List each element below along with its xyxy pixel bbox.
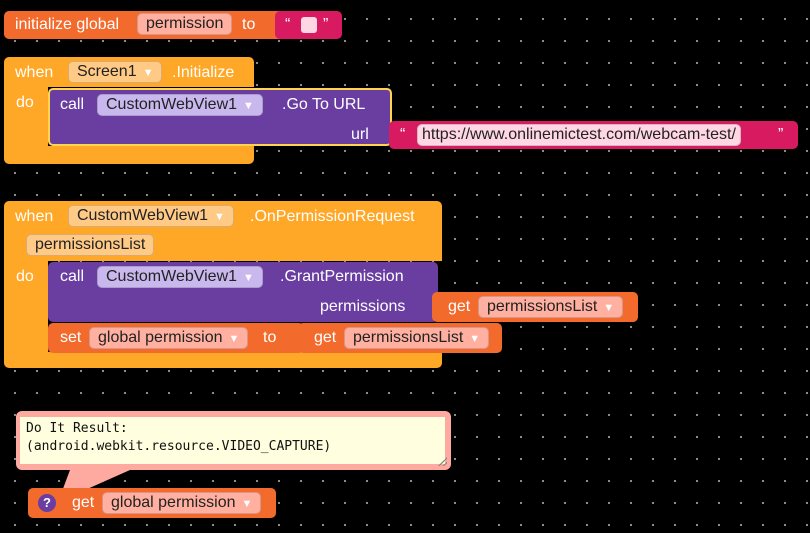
permission-request-left-bar — [4, 260, 48, 356]
url-text-block[interactable]: “ https://www.onlinemictest.com/webcam-t… — [389, 121, 798, 149]
chevron-down-icon: ▼ — [469, 333, 481, 345]
get-permissions-list-block-2[interactable]: get permissionsList ▼ — [298, 323, 502, 353]
text-quote-open: “ — [285, 16, 291, 33]
empty-text-block[interactable]: “ ” — [275, 11, 342, 39]
do-label: do — [16, 268, 34, 285]
on-permission-request-label: .OnPermissionRequest — [250, 208, 415, 225]
permissions-param-label: permissions — [320, 298, 406, 315]
url-quote-close: ” — [778, 126, 784, 143]
customwebview1-event-component-name: CustomWebView1 — [77, 207, 209, 224]
customwebview1-event-component-dropdown[interactable]: CustomWebView1 ▼ — [68, 205, 234, 227]
grant-permission-method-label: .GrantPermission — [280, 268, 404, 285]
screen1-component-name: Screen1 — [77, 63, 137, 80]
to-label: to — [242, 16, 256, 33]
initialize-event-label: .Initialize — [172, 64, 235, 81]
initialize-global-label: initialize global — [15, 16, 120, 33]
call-label: call — [60, 268, 85, 285]
when-label: when — [15, 64, 54, 81]
global-permission-set-name: global permission — [98, 329, 223, 346]
global-permission-get-name: global permission — [111, 494, 236, 511]
global-permission-get-dropdown[interactable]: global permission ▼ — [102, 492, 262, 514]
customwebview1-component-dropdown[interactable]: CustomWebView1 ▼ — [97, 94, 263, 116]
chevron-down-icon: ▼ — [228, 333, 240, 345]
chevron-down-icon: ▼ — [214, 211, 225, 223]
goto-url-method-label: .Go To URL — [282, 96, 366, 113]
goto-url-call-block[interactable]: call CustomWebView1 ▼ .Go To URL url — [48, 88, 392, 146]
permissions-list-variable-name-2: permissionsList — [353, 329, 464, 346]
permissions-list-variable-name: permissionsList — [487, 298, 598, 315]
permission-request-bottom-bar — [4, 352, 442, 368]
get-label: get — [448, 298, 471, 315]
chevron-down-icon: ▼ — [603, 302, 615, 314]
permissions-list-variable-dropdown[interactable]: permissionsList ▼ — [478, 296, 624, 318]
customwebview1-call-component-dropdown[interactable]: CustomWebView1 ▼ — [97, 266, 263, 288]
result-line-1: Do It Result: — [26, 421, 128, 436]
global-permission-set-dropdown[interactable]: global permission ▼ — [89, 327, 249, 349]
permissions-list-variable-dropdown-2[interactable]: permissionsList ▼ — [344, 327, 490, 349]
do-it-result-bubble: Do It Result: (android.webkit.resource.V… — [16, 411, 451, 470]
do-label: do — [16, 94, 34, 111]
customwebview1-component-name: CustomWebView1 — [106, 96, 238, 113]
help-icon[interactable]: ? — [38, 494, 56, 512]
get-label: get — [72, 494, 95, 511]
get-label: get — [314, 329, 337, 346]
to-label: to — [263, 329, 277, 346]
text-quote-close: ” — [323, 16, 329, 33]
call-label: call — [60, 96, 85, 113]
screen1-component-dropdown[interactable]: Screen1 ▼ — [68, 61, 163, 83]
initialize-global-block[interactable]: initialize global permission to — [4, 11, 286, 39]
url-text-field[interactable]: https://www.onlinemictest.com/webcam-tes… — [417, 124, 741, 146]
permissions-list-param[interactable]: permissionsList — [26, 234, 155, 256]
screen-initialize-left-bar — [4, 86, 48, 148]
set-label: set — [60, 329, 82, 346]
resize-handle-icon[interactable] — [438, 457, 447, 466]
result-line-2: (android.webkit.resource.VIDEO_CAPTURE) — [26, 439, 332, 454]
get-global-permission-block[interactable]: ? get global permission ▼ — [28, 488, 276, 518]
when-label: when — [15, 208, 54, 225]
chevron-down-icon: ▼ — [241, 498, 253, 510]
chevron-down-icon: ▼ — [243, 272, 254, 284]
help-icon-glyph: ? — [43, 495, 51, 510]
empty-text-field[interactable] — [301, 17, 317, 33]
set-global-permission-block[interactable]: set global permission ▼ to — [48, 323, 304, 353]
global-variable-name-field[interactable]: permission — [137, 13, 233, 35]
do-it-result-textarea[interactable]: Do It Result: (android.webkit.resource.V… — [20, 417, 445, 464]
chevron-down-icon: ▼ — [243, 100, 254, 112]
customwebview1-call-component-name: CustomWebView1 — [106, 268, 238, 285]
chevron-down-icon: ▼ — [142, 67, 154, 79]
url-param-label: url — [351, 126, 369, 143]
screen-initialize-bottom-bar — [4, 146, 254, 164]
url-quote-open: “ — [400, 126, 406, 143]
grant-permission-call-block[interactable]: call CustomWebView1 ▼ .GrantPermission pe… — [48, 262, 438, 322]
get-permissions-list-block[interactable]: get permissionsList ▼ — [432, 292, 638, 322]
